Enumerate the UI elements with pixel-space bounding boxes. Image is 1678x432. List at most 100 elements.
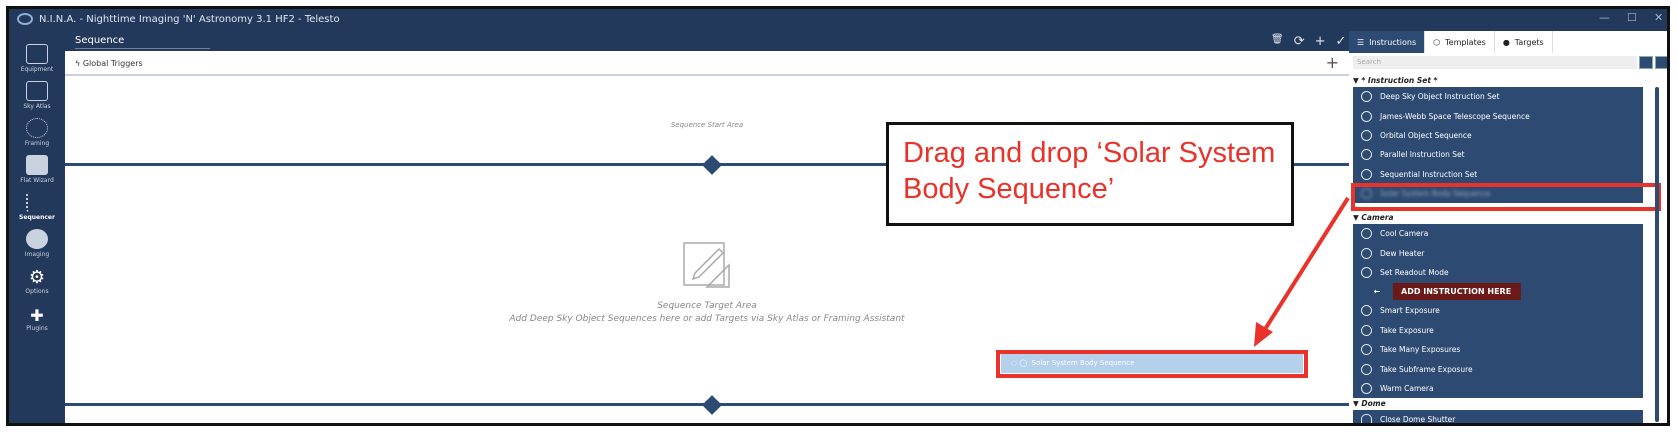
arrow-left-icon: ← (1361, 283, 1393, 301)
solar-system-icon (1361, 188, 1372, 200)
tab-instructions[interactable]: ☰Instructions (1349, 31, 1426, 53)
global-triggers-bar[interactable]: ϟ Global Triggers+ (65, 51, 1349, 76)
list-item[interactable]: Deep Sky Object Instruction Set (1353, 87, 1643, 106)
item-label: Orbital Object Sequence (1380, 130, 1472, 140)
sequential-icon (1361, 168, 1372, 180)
label: Plugins (26, 325, 48, 332)
item-label: Cool Camera (1380, 229, 1429, 239)
item-label: Take Exposure (1380, 325, 1434, 335)
magnifier-icon (1361, 266, 1372, 278)
shutter-icon (1361, 324, 1372, 336)
item-label: Take Many Exposures (1380, 345, 1461, 355)
group-label: Camera (1361, 213, 1394, 222)
dome-list: Close Dome Shutter (1353, 410, 1643, 423)
end-diamond-icon (702, 395, 722, 415)
list-item[interactable]: Parallel Instruction Set (1353, 145, 1643, 164)
collapse-button[interactable] (1639, 56, 1653, 69)
item-label: Take Subframe Exposure (1380, 364, 1473, 374)
annotation-callout: Drag and drop ‘Solar System Body Sequenc… (886, 122, 1294, 226)
instructions-panel: ☰Instructions ⬡Templates ●Targets Search… (1349, 31, 1667, 423)
close-button[interactable]: ✕ (1654, 11, 1664, 24)
list-item-solar-system[interactable]: Solar System Body Sequence (1353, 184, 1643, 203)
item-label: Solar System Body Sequence (1380, 189, 1491, 199)
group-instruction-set[interactable]: ▼ * Instruction Set * (1353, 76, 1438, 85)
puzzle-icon: ✚ (30, 306, 44, 325)
group-camera[interactable]: ▼ Camera (1353, 213, 1394, 222)
item-label: Set Readout Mode (1380, 267, 1449, 277)
panel-scrollbar[interactable] (1655, 87, 1659, 422)
tab-label: Targets (1514, 37, 1544, 47)
flame-icon (1361, 382, 1372, 394)
list-item[interactable]: Cool Camera (1353, 224, 1643, 243)
tab-label: Templates (1445, 37, 1486, 47)
app-window: N.I.N.A. - Nighttime Imaging 'N' Astrono… (6, 6, 1670, 426)
gears-icon: ⚙ (28, 267, 46, 288)
reload-icon[interactable]: ⟳ (1293, 34, 1305, 49)
item-label: Sequential Instruction Set (1380, 169, 1478, 179)
equipment-icon (26, 44, 48, 64)
group-dome[interactable]: ▼ Dome (1353, 399, 1386, 408)
list-item[interactable]: James-Webb Space Telescope Sequence (1353, 106, 1643, 125)
sidebar-item-flat-wizard[interactable]: Flat Wizard (9, 148, 65, 184)
label: Framing (24, 140, 50, 147)
sidebar-item-options[interactable]: ⚙Options (9, 259, 65, 295)
snowflake-icon (1361, 228, 1372, 240)
sidebar-item-sky-atlas[interactable]: Sky Atlas (9, 74, 65, 110)
imaging-icon (26, 229, 48, 249)
dragged-solar-system-item[interactable]: ◌ ◯ Solar System Body Sequence (1001, 354, 1303, 373)
sequence-toolbar: 🗑 ⟳ + ✓ (1271, 34, 1346, 49)
list-item[interactable]: Warm Camera (1353, 379, 1643, 398)
list-item[interactable]: Take Subframe Exposure (1353, 359, 1643, 378)
add-icon[interactable]: + (1314, 34, 1326, 49)
list-item[interactable]: Take Exposure (1353, 321, 1643, 340)
list-item[interactable]: Smart Exposure (1353, 301, 1643, 320)
sidebar-item-equipment[interactable]: Equipment (9, 37, 65, 73)
sidebar-item-imaging[interactable]: Imaging (9, 222, 65, 258)
flat-wizard-icon (26, 155, 48, 175)
settings-button[interactable] (1655, 56, 1667, 69)
annotation-highlight-drop (996, 350, 1308, 378)
list-item[interactable]: Dew Heater (1353, 243, 1643, 262)
list-item[interactable]: Close Dome Shutter (1353, 410, 1643, 423)
nina-logo-icon (17, 13, 33, 25)
item-label: James-Webb Space Telescope Sequence (1380, 111, 1530, 121)
parallel-icon (1361, 149, 1372, 161)
target-area-hint: Add Deep Sky Object Sequences here or ad… (509, 314, 905, 324)
add-trigger-button[interactable]: + (1325, 53, 1339, 72)
dragged-item-label: Solar System Body Sequence (1031, 359, 1135, 367)
list-item[interactable]: Sequential Instruction Set (1353, 165, 1643, 184)
list-item[interactable]: Take Many Exposures (1353, 340, 1643, 359)
item-label: Warm Camera (1380, 383, 1434, 393)
item-label: Dew Heater (1380, 248, 1425, 258)
sidebar-item-framing[interactable]: Framing (9, 111, 65, 147)
trash-icon[interactable]: 🗑 (1271, 34, 1284, 45)
minimize-button[interactable]: — (1599, 11, 1610, 24)
search-input[interactable]: Search (1353, 56, 1637, 69)
global-triggers-label: Global Triggers (82, 59, 143, 68)
target-area-label: Sequence Target Area (657, 301, 757, 311)
item-label: Smart Exposure (1380, 306, 1440, 316)
item-label: Deep Sky Object Instruction Set (1380, 92, 1500, 102)
dome-icon (1361, 414, 1372, 423)
label: Imaging (24, 251, 50, 258)
sequencer-icon (26, 192, 48, 212)
dew-heater-icon (1361, 247, 1372, 259)
check-icon[interactable]: ✓ (1335, 34, 1347, 49)
add-instruction-here-hint: ←ADD INSTRUCTION HERE (1361, 283, 1521, 301)
sidebar-item-plugins[interactable]: ✚Plugins (9, 296, 65, 332)
tab-templates[interactable]: ⬡Templates (1425, 31, 1495, 53)
maximize-button[interactable]: ☐ (1627, 11, 1637, 24)
panel-tabs: ☰Instructions ⬡Templates ●Targets (1349, 31, 1553, 53)
list-item[interactable]: Set Readout Mode (1353, 263, 1643, 282)
tab-targets[interactable]: ●Targets (1495, 31, 1553, 53)
list-item[interactable]: Orbital Object Sequence (1353, 126, 1643, 145)
label: Equipment (20, 66, 54, 73)
sequence-canvas: ϟ Global Triggers+ Sequence Start Area S… (65, 51, 1349, 423)
annotation-highlight-source (1351, 183, 1661, 211)
sidebar-item-sequencer[interactable]: Sequencer (9, 185, 65, 221)
tab-sequence[interactable]: Sequence (75, 35, 210, 49)
start-area-label: Sequence Start Area (670, 121, 744, 129)
shutter-icon (1361, 305, 1372, 317)
add-instruction-label: ADD INSTRUCTION HERE (1393, 283, 1521, 301)
blueprint-icon (683, 242, 730, 288)
